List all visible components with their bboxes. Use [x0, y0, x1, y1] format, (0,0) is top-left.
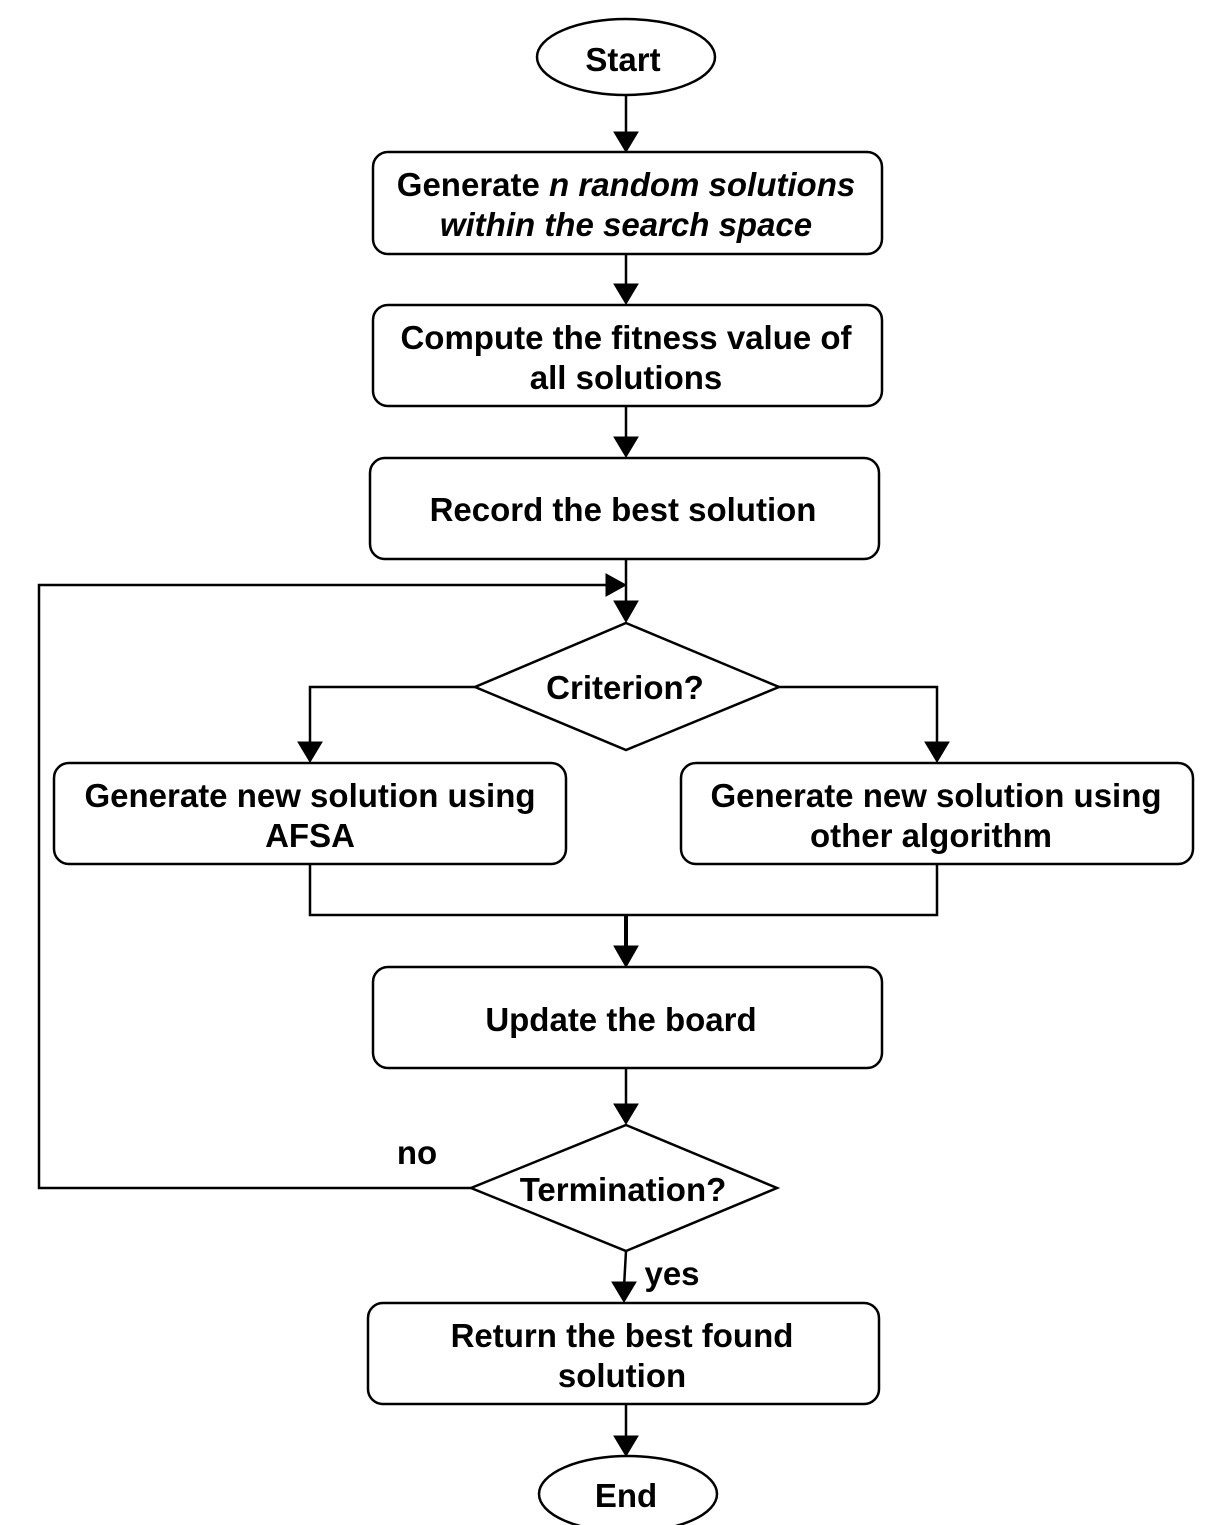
- edge-loop-back: [37, 583, 610, 1190]
- arrowhead: [613, 283, 639, 305]
- termination-decision: Termination?: [467, 1123, 781, 1253]
- criterion-decision: Criterion?: [471, 621, 783, 752]
- afsa-node: Generate new solution using AFSA: [52, 761, 568, 866]
- edge-label-yes: yes: [644, 1255, 699, 1292]
- end-node: End: [537, 1454, 719, 1525]
- start-node: Start: [535, 17, 717, 97]
- criterion-label: Criterion?: [546, 669, 704, 706]
- other-line-2: other algorithm: [810, 817, 1052, 854]
- return-best-node: Return the best found solution: [366, 1301, 881, 1406]
- generate-italic-1: n random solutions: [549, 166, 855, 203]
- arrowhead: [613, 131, 639, 153]
- generate-line-1: Generate n random solutions: [397, 166, 855, 203]
- compute-fitness-node: Compute the fitness value of all solutio…: [371, 303, 884, 408]
- generate-solutions-node: Generate n random solutions within the s…: [371, 150, 884, 256]
- edge-termination-return: [622, 1250, 628, 1288]
- arrowhead: [297, 741, 323, 763]
- record-best-node: Record the best solution: [368, 456, 881, 561]
- edge-afsa-merge: [308, 865, 939, 917]
- update-board-node: Update the board: [371, 965, 884, 1070]
- edge-criterion-other: [779, 685, 939, 747]
- afsa-line-1: Generate new solution using: [84, 777, 535, 814]
- arrowhead: [924, 741, 950, 763]
- arrowhead: [613, 436, 639, 458]
- generate-prefix: Generate: [397, 166, 549, 203]
- arrowhead: [613, 1103, 639, 1125]
- return-line-1: Return the best found: [451, 1317, 794, 1354]
- record-label: Record the best solution: [430, 491, 817, 528]
- arrowhead: [605, 573, 628, 597]
- start-label: Start: [585, 41, 660, 78]
- afsa-line-2: AFSA: [265, 817, 355, 854]
- termination-label: Termination?: [520, 1171, 727, 1208]
- edge-criterion-afsa: [308, 685, 475, 747]
- arrowhead: [613, 600, 639, 624]
- compute-line-2: all solutions: [530, 359, 723, 396]
- other-line-1: Generate new solution using: [710, 777, 1161, 814]
- arrowhead: [611, 1281, 637, 1303]
- other-algorithm-node: Generate new solution using other algori…: [679, 761, 1195, 866]
- generate-line-2: within the search space: [440, 206, 812, 243]
- arrowhead: [613, 1435, 639, 1457]
- compute-line-1: Compute the fitness value of: [400, 319, 852, 356]
- edge-label-no: no: [397, 1134, 437, 1171]
- return-line-2: solution: [558, 1357, 686, 1394]
- arrowhead: [613, 945, 639, 969]
- end-label: End: [595, 1477, 657, 1514]
- update-label: Update the board: [485, 1001, 756, 1038]
